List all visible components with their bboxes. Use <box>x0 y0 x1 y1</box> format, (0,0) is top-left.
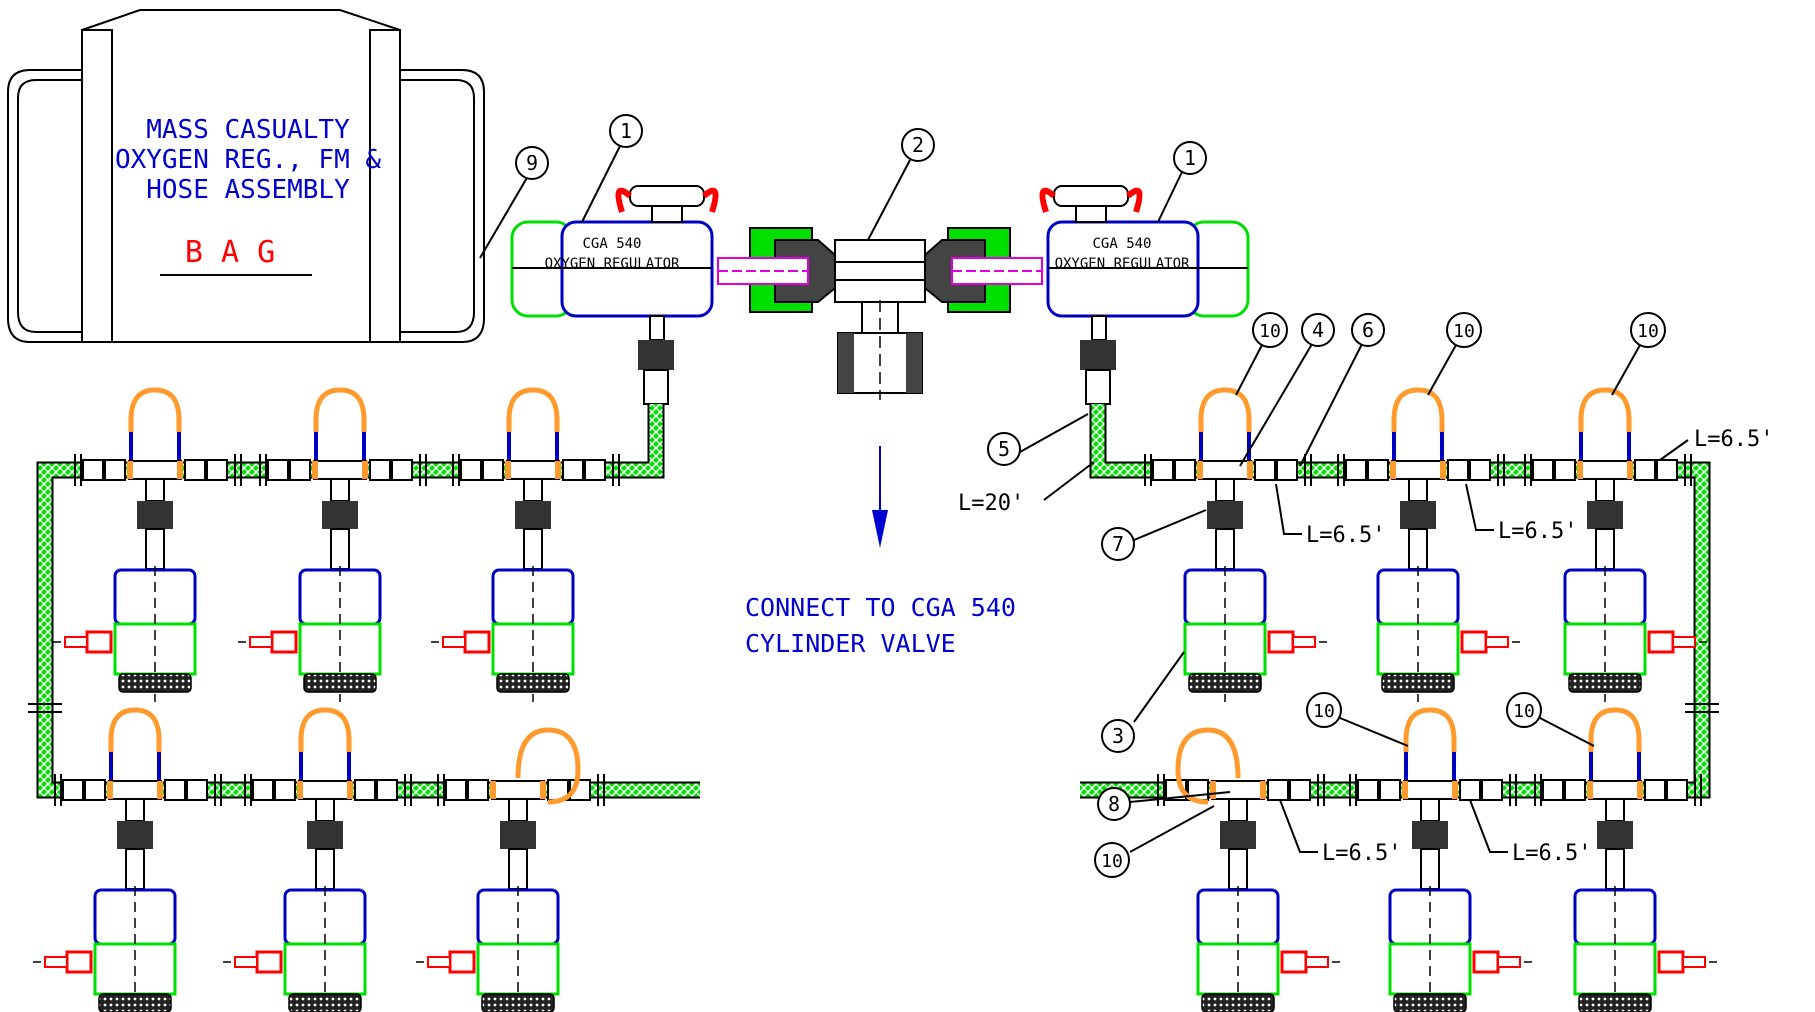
callouts: 9 1 2 1 5 L=20' 10 4 6 10 <box>479 114 1773 878</box>
flowmeter-unit <box>223 707 412 1012</box>
callout-5 <box>987 432 1021 466</box>
callout-10-f-text: 10 <box>1101 851 1123 872</box>
flowmeter-unit <box>1534 707 1717 1012</box>
callout-2 <box>901 128 935 162</box>
callout-1-left-text: 1 <box>620 119 632 143</box>
bag-label-word: B A G <box>185 235 275 270</box>
regulator-left-line1: CGA 540 <box>582 236 641 252</box>
callout-10-d <box>1306 692 1342 728</box>
callout-10-d-text: 10 <box>1313 701 1335 722</box>
flowmeter-units <box>33 387 1717 1012</box>
bag-label-line2: OXYGEN REG., FM & <box>115 145 381 175</box>
callout-8 <box>1097 787 1131 821</box>
callout-9-text: 9 <box>526 151 538 175</box>
callout-1-left <box>609 114 643 148</box>
callout-10-e-text: 10 <box>1513 701 1535 722</box>
flowmeter-unit <box>1337 387 1520 702</box>
callout-10-c <box>1630 312 1666 348</box>
regulator-right-line1: CGA 540 <box>1092 236 1151 252</box>
bag-label-line1: MASS CASUALTY <box>146 115 350 145</box>
callout-10-c-text: 10 <box>1637 321 1659 342</box>
regulator-right-line2: OXYGEN REGULATOR <box>1055 256 1190 272</box>
bag-label-line3: HOSE ASSEMBLY <box>146 175 350 205</box>
regulator-left: CGA 540 OXYGEN REGULATOR <box>510 185 719 405</box>
callout-3 <box>1101 719 1135 753</box>
cylinder-tee-fitting <box>717 227 1043 400</box>
flowmeter-unit <box>1144 387 1327 702</box>
callout-10-e <box>1506 692 1542 728</box>
flowmeter-unit <box>1524 387 1707 702</box>
callout-6 <box>1351 313 1385 347</box>
callout-7 <box>1101 527 1135 561</box>
callout-7-text: 7 <box>1112 532 1124 556</box>
length-label-top-2: L=6.5' <box>1498 519 1577 544</box>
callout-6-text: 6 <box>1362 318 1374 342</box>
connect-note: CONNECT TO CGA 540 CYLINDER VALVE <box>745 446 1016 658</box>
length-label-corner: L=6.5' <box>1694 427 1773 452</box>
callout-8-text: 8 <box>1108 792 1120 816</box>
length-label-bottom-2: L=6.5' <box>1512 841 1591 866</box>
callout-5-text: 5 <box>998 437 1010 461</box>
flowmeter-unit <box>416 727 605 1012</box>
callout-1-right <box>1173 141 1207 175</box>
callout-10-b-text: 10 <box>1453 321 1475 342</box>
flowmeter-unit <box>33 707 222 1012</box>
connect-line2: CYLINDER VALVE <box>745 629 956 658</box>
regulator-right: CGA 540 OXYGEN REGULATOR <box>1039 185 1250 405</box>
callout-10-a-text: 10 <box>1259 321 1281 342</box>
flowmeter-unit <box>53 387 242 702</box>
length-label-20: L=20' <box>958 491 1024 516</box>
flowmeter-unit <box>431 387 620 702</box>
callout-9 <box>515 146 549 180</box>
callout-3-text: 3 <box>1112 724 1124 748</box>
callout-2-text: 2 <box>912 133 924 157</box>
regulator-left-line2: OXYGEN REGULATOR <box>545 256 680 272</box>
callout-10-a <box>1252 312 1288 348</box>
callout-4 <box>1301 313 1335 347</box>
callout-10-f <box>1094 842 1130 878</box>
callout-1-right-text: 1 <box>1184 146 1196 170</box>
callout-10-b <box>1446 312 1482 348</box>
length-label-top-1: L=6.5' <box>1306 523 1385 548</box>
connect-line1: CONNECT TO CGA 540 <box>745 593 1016 622</box>
bag: MASS CASUALTY OXYGEN REG., FM & HOSE ASS… <box>7 9 485 343</box>
callout-4-text: 4 <box>1312 318 1324 342</box>
flowmeter-unit <box>238 387 427 702</box>
flowmeter-unit <box>1349 707 1532 1012</box>
flowmeter-unit <box>1157 727 1340 1012</box>
length-label-bottom-1: L=6.5' <box>1322 841 1401 866</box>
